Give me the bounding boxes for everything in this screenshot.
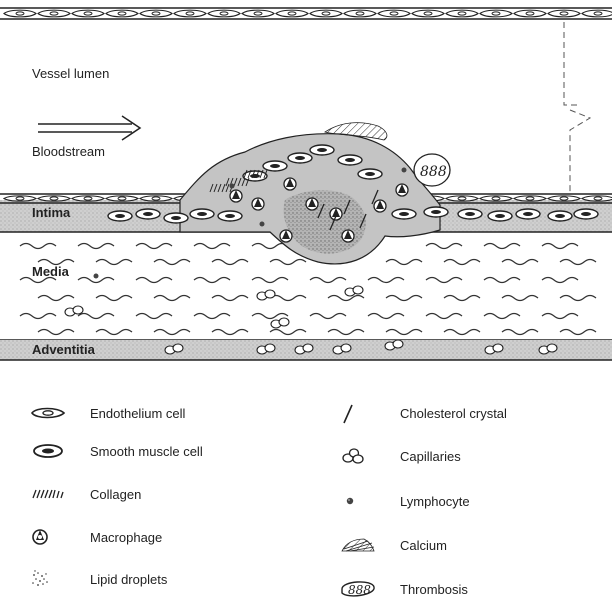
legend-item-endothelium-cell: Endothelium cell: [28, 401, 185, 425]
smooth-muscle-fiber: [194, 314, 230, 319]
smooth-muscle-fiber: [78, 314, 114, 319]
lymphocyte: [230, 184, 235, 189]
smooth-muscle-fiber: [38, 330, 74, 335]
intima-label: Intima: [32, 205, 70, 221]
legend-label: Cholesterol crystal: [400, 406, 507, 421]
legend-item-smooth-muscle-cell: Smooth muscle cell: [28, 439, 203, 463]
smooth-muscle-fiber: [444, 260, 480, 265]
media-label: Media: [32, 264, 69, 280]
legend-item-macrophage: Macrophage: [28, 525, 162, 549]
smooth-muscle-fiber: [136, 278, 172, 283]
legend-label: Lymphocyte: [400, 494, 470, 509]
top-endothelium-layer: [0, 8, 612, 19]
legend-label: Smooth muscle cell: [90, 444, 203, 459]
smooth-muscle-fiber: [154, 260, 190, 265]
smooth-muscle-fiber: [426, 278, 462, 283]
legend-label: Macrophage: [90, 530, 162, 545]
smooth-muscle-fiber: [368, 314, 404, 319]
legend-label: Collagen: [90, 487, 141, 502]
bloodstream-arrow: [38, 116, 140, 140]
smooth-muscle-fiber: [502, 260, 538, 265]
smooth-muscle-fiber: [212, 260, 248, 265]
smooth-muscle-fiber: [328, 296, 364, 301]
smooth-muscle-fiber: [484, 244, 520, 249]
endothelium-cell-icon: [28, 401, 68, 425]
smooth-muscle-fiber: [368, 278, 404, 283]
smooth-muscle-fiber: [542, 314, 578, 319]
vessel-lumen-label: Vessel lumen: [32, 66, 109, 82]
smooth-muscle-fiber: [270, 330, 306, 335]
smooth-muscle-fiber: [386, 330, 422, 335]
smooth-muscle-fiber: [20, 314, 56, 319]
smooth-muscle-fiber: [270, 296, 306, 301]
thrombosis: 888: [414, 154, 450, 186]
smooth-muscle-fiber: [328, 330, 364, 335]
smooth-muscle-fiber: [444, 296, 480, 301]
smooth-muscle-fiber: [252, 278, 288, 283]
smooth-muscle-fiber: [194, 278, 230, 283]
capillaries-icon: [338, 444, 378, 468]
smooth-muscle-fiber: [484, 314, 520, 319]
smooth-muscle-fiber: [136, 244, 172, 249]
lymphocyte-icon: [338, 489, 378, 513]
lipid-droplets-icon: [28, 567, 68, 591]
legend-item-capillaries: Capillaries: [338, 444, 461, 468]
smooth-muscle-fiber: [96, 296, 132, 301]
legend-label: Thrombosis: [400, 582, 468, 597]
smooth-muscle-fiber: [20, 244, 56, 249]
smooth-muscle-fiber: [136, 314, 172, 319]
thrombosis-icon: 888: [338, 577, 378, 601]
smooth-muscle-fiber: [252, 244, 288, 249]
smooth-muscle-fiber: [96, 260, 132, 265]
smooth-muscle-fiber: [542, 278, 578, 283]
smooth-muscle-fiber: [154, 330, 190, 335]
legend-label: Endothelium cell: [90, 406, 185, 421]
smooth-muscle-fiber: [38, 296, 74, 301]
svg-text:888: 888: [348, 583, 371, 597]
smooth-muscle-fiber: [386, 296, 422, 301]
calcium-icon: [338, 533, 378, 557]
legend-label: Calcium: [400, 538, 447, 553]
collagen-icon: [28, 482, 68, 506]
smooth-muscle-fiber: [270, 260, 306, 265]
smooth-muscle-fiber: [426, 314, 462, 319]
smooth-muscle-fiber: [212, 330, 248, 335]
legend-item-lipid-droplets: Lipid droplets: [28, 567, 167, 591]
macrophage-icon: [28, 525, 68, 549]
smooth-muscle-fiber: [212, 296, 248, 301]
smooth-muscle-fiber: [560, 260, 596, 265]
lymphocyte: [260, 222, 265, 227]
smooth-muscle-fiber: [484, 278, 520, 283]
smooth-muscle-fiber: [78, 244, 114, 249]
atherosclerotic-plaque-diagram: 888: [0, 0, 612, 400]
inset-marker: [564, 22, 590, 195]
smooth-muscle-fiber: [542, 244, 578, 249]
smooth-muscle-fiber: [444, 330, 480, 335]
smooth-muscle-fiber: [310, 314, 346, 319]
smooth-muscle-fiber: [96, 330, 132, 335]
lymphocyte: [94, 274, 99, 279]
smooth-muscle-fiber: [560, 296, 596, 301]
legend-item-calcium: Calcium: [338, 533, 447, 557]
smooth-muscle-fiber: [154, 296, 190, 301]
smooth-muscle-fiber: [502, 330, 538, 335]
lymphocyte: [402, 168, 407, 173]
legend-item-thrombosis: 888 Thrombosis: [338, 577, 468, 601]
smooth-muscle-fiber: [310, 278, 346, 283]
legend-label: Lipid droplets: [90, 572, 167, 587]
smooth-muscle-fiber: [560, 330, 596, 335]
adventitia-label: Adventitia: [32, 342, 95, 358]
smooth-muscle-fiber: [194, 244, 230, 249]
svg-text:888: 888: [420, 164, 447, 180]
smooth-muscle-fiber: [426, 244, 462, 249]
smooth-muscle-fiber: [386, 260, 422, 265]
legend-item-collagen: Collagen: [28, 482, 141, 506]
bloodstream-label: Bloodstream: [32, 144, 105, 160]
legend-item-lymphocyte: Lymphocyte: [338, 489, 470, 513]
smooth-muscle-cell-icon: [28, 439, 68, 463]
smooth-muscle-fiber: [502, 296, 538, 301]
cholesterol-crystal-icon: [338, 401, 378, 425]
legend-label: Capillaries: [400, 449, 461, 464]
legend-item-cholesterol-crystal: Cholesterol crystal: [338, 401, 507, 425]
